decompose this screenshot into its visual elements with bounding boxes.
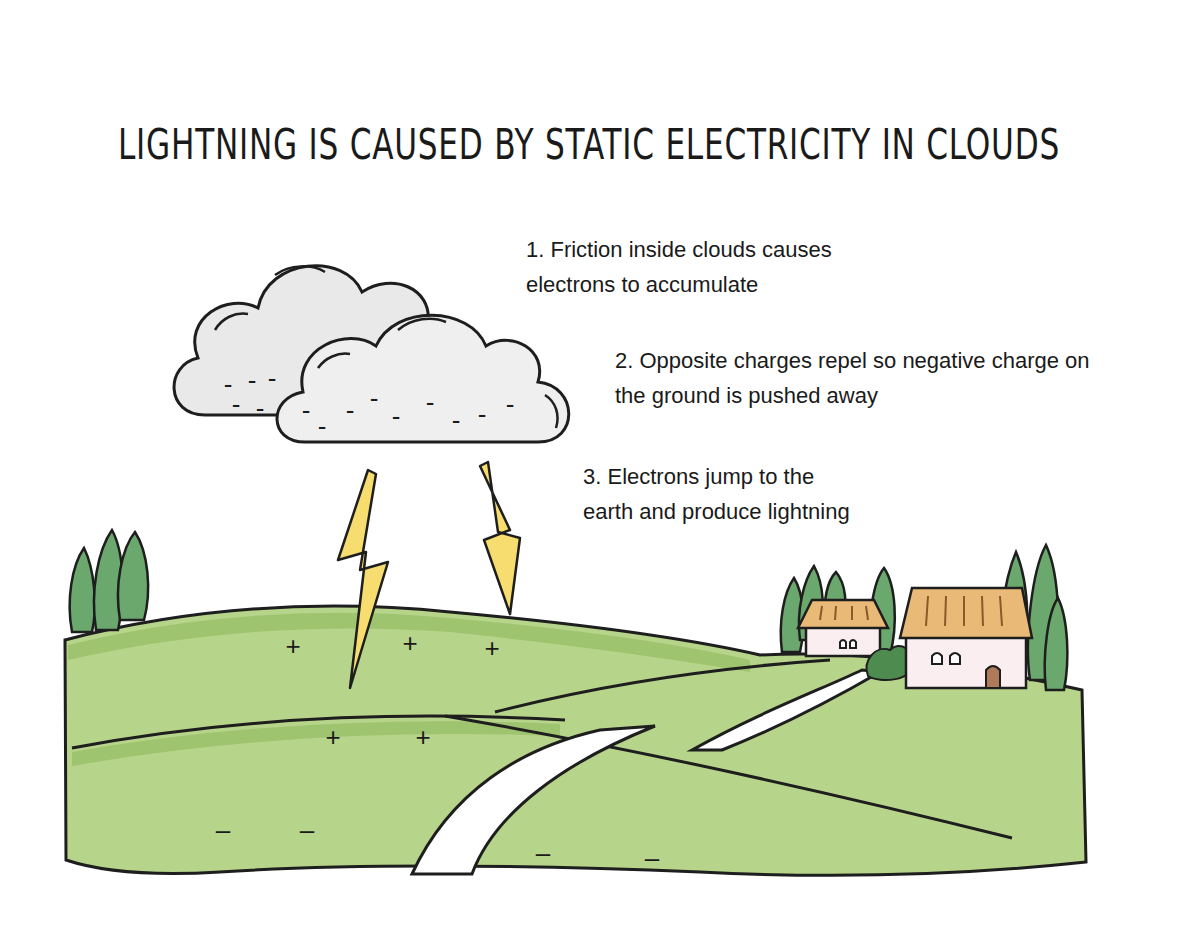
trees-left — [70, 530, 148, 632]
charge-sign: - — [248, 367, 257, 393]
charge-sign: - — [302, 397, 311, 423]
road — [692, 670, 880, 750]
lightning-bolt — [338, 470, 388, 688]
diagram-title: LIGHTNING IS CAUSED BY STATIC ELECTRICIT… — [118, 120, 1060, 169]
cloud-front — [277, 315, 569, 442]
charge-sign: - — [346, 397, 355, 423]
charge-sign: - — [370, 385, 379, 411]
cloud-shine — [215, 266, 325, 330]
house-small — [798, 600, 888, 656]
charge-sign: + — [415, 724, 430, 750]
charge-sign: – — [216, 817, 230, 843]
house-large — [900, 588, 1032, 688]
charge-sign: - — [268, 365, 277, 391]
charge-sign: + — [285, 633, 300, 659]
charge-sign: - — [506, 391, 515, 417]
charge-sign: + — [325, 724, 340, 750]
charge-sign: + — [402, 630, 417, 656]
hill-top — [68, 613, 750, 672]
hill-line — [495, 660, 830, 712]
charge-sign: - — [392, 403, 401, 429]
annotation-note: 2. Opposite charges repel so negative ch… — [615, 343, 1110, 413]
trees-right — [781, 545, 1068, 690]
charge-sign: + — [484, 635, 499, 661]
road — [412, 726, 655, 874]
charge-sign: - — [232, 391, 241, 417]
charge-sign: - — [426, 389, 435, 415]
charge-sign: – — [300, 817, 314, 843]
charge-sign: - — [318, 413, 327, 439]
cloud-shine — [318, 319, 558, 428]
lightning-bolt — [480, 462, 520, 614]
annotation-note: 3. Electrons jump to the earth and produ… — [583, 459, 865, 529]
charge-sign: - — [224, 371, 233, 397]
charge-sign: - — [452, 407, 461, 433]
annotation-note: 1. Friction inside clouds causes electro… — [526, 232, 886, 302]
charge-sign: – — [536, 840, 550, 866]
bush — [867, 646, 911, 680]
charge-sign: - — [256, 395, 265, 421]
charge-sign: – — [645, 845, 659, 871]
charge-sign: - — [478, 401, 487, 427]
hill-top — [72, 721, 560, 766]
ground — [65, 606, 1086, 875]
